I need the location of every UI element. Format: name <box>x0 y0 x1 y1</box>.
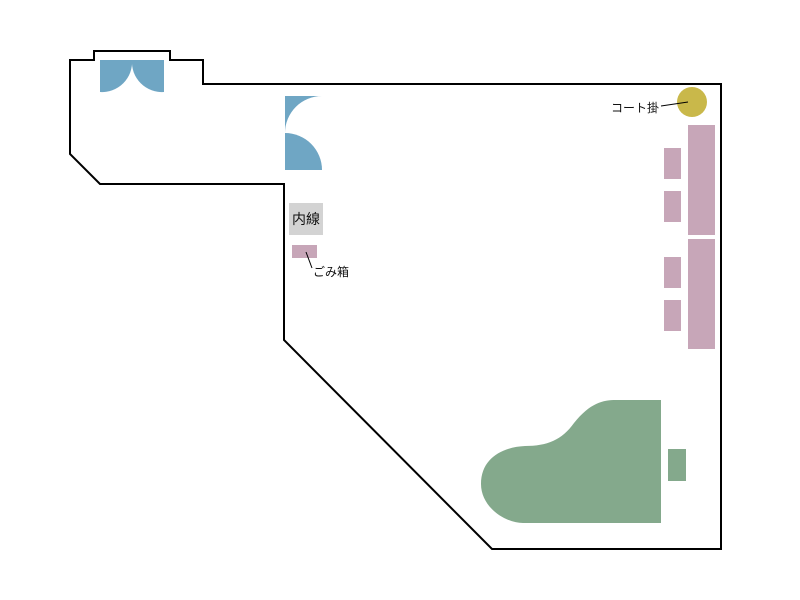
table-top <box>688 125 715 235</box>
chair <box>664 257 681 288</box>
trash-label: ごみ箱 <box>313 264 349 279</box>
inner-door-icon <box>285 96 322 170</box>
table-bottom <box>688 239 715 349</box>
trash-box <box>292 245 317 258</box>
piano-bench <box>668 449 686 481</box>
room-wall <box>69 50 722 550</box>
phone-label: 内線 <box>292 212 320 228</box>
coat-rack-icon <box>677 87 707 117</box>
phone-box <box>289 203 323 235</box>
door-leaf-bottom <box>285 133 322 170</box>
coat-rack-leader-line <box>660 101 689 107</box>
chair <box>664 191 681 222</box>
double-door-icon <box>100 60 164 93</box>
chair <box>664 148 681 179</box>
grand-piano-icon <box>481 400 661 523</box>
trash-leader-line <box>305 251 313 269</box>
chair <box>664 300 681 331</box>
door-leaf-left <box>100 60 133 93</box>
coat-rack-label: コート掛 <box>611 100 659 115</box>
door-leaf-top <box>285 96 322 133</box>
door-leaf-right <box>131 60 164 93</box>
